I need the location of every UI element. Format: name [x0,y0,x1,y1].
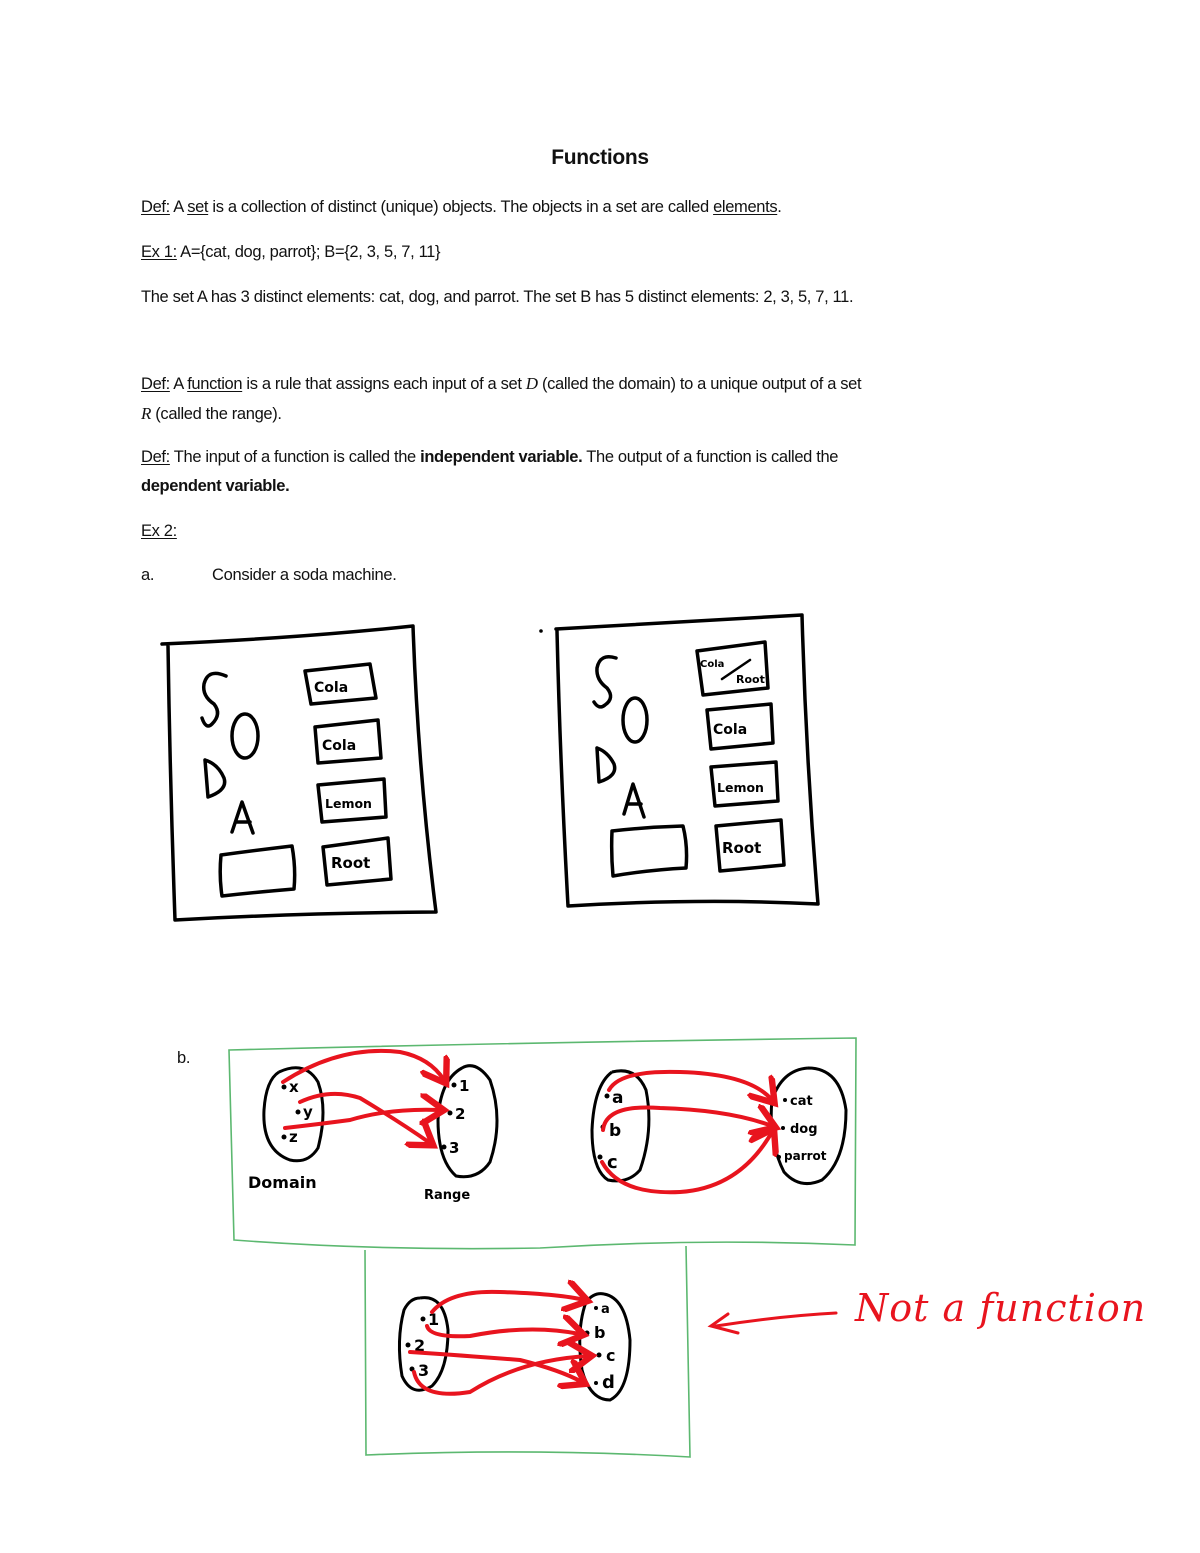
svg-text:y: y [303,1103,313,1121]
definition-variables: Def: The input of a function is called t… [141,448,839,495]
svg-text:z: z [289,1128,298,1146]
svg-text:1: 1 [428,1310,439,1329]
button-lemon: Lemon [325,796,372,811]
not-a-function-annotation: Not a function [855,1286,1147,1330]
diagram-1-arrows [281,1048,444,1143]
svg-text:c: c [607,1152,618,1173]
item-a-text: Consider a soda machine. [212,566,397,584]
term-set: set [187,198,209,216]
svg-text:cat: cat [790,1094,813,1109]
svg-text:2: 2 [455,1105,465,1123]
button-cola-root-root: Root [736,673,765,686]
range-label: Range [424,1188,470,1203]
term-independent-variable: independent variable. [420,448,583,466]
var-d: D [525,374,538,393]
def-label: Def: [141,448,170,466]
button-cola-1: Cola [314,680,348,696]
svg-text:c: c [606,1346,615,1365]
green-box-not-function [364,1245,691,1458]
button-root: Root [331,854,370,872]
term-dependent-variable: dependent variable. [141,477,290,495]
soda-machine-2-buttons: Cola Root Cola Lemon Root [700,659,765,857]
button-cola-2: Cola [322,738,356,754]
button-root: Root [722,839,761,857]
svg-text:parrot: parrot [784,1149,827,1163]
definition-set: Def: A set is a collection of distinct (… [141,198,782,216]
button-cola: Cola [713,722,747,738]
item-b-marker: b. [177,1049,191,1067]
domain-label: Domain [248,1173,317,1192]
example-1-explanation: The set A has 3 distinct elements: cat, … [141,288,854,306]
soda-machine-1 [160,624,438,922]
button-lemon: Lemon [717,780,764,795]
not-function-arrow-icon [707,1311,838,1335]
definition-function: Def: A function is a rule that assigns e… [141,374,862,423]
example-1: Ex 1: A={cat, dog, parrot}; B={2, 3, 5, … [141,243,441,261]
def-label: Def: [141,375,170,393]
ex-label: Ex 1: [141,243,177,261]
svg-text:b: b [594,1323,605,1342]
svg-text:1: 1 [459,1077,469,1095]
svg-text:a: a [612,1088,623,1108]
svg-text:dog: dog [790,1122,818,1137]
svg-text:d: d [602,1372,615,1393]
svg-text:3: 3 [418,1361,429,1380]
page-title: Functions [551,146,649,169]
svg-text:x: x [289,1078,299,1096]
diagram-2-labels: a b c cat dog parrot [597,1088,827,1173]
example-2-label: Ex 2: [141,522,177,540]
soda-machine-1-buttons: Cola Cola Lemon Root [314,680,372,872]
green-box-functions [228,1037,857,1250]
soda-machine-2 [539,613,820,908]
svg-text:2: 2 [414,1336,425,1355]
term-function: function [187,375,243,393]
svg-text:3: 3 [449,1139,459,1157]
svg-text:a: a [601,1302,610,1317]
var-r: R [141,404,152,423]
term-elements: elements [713,198,778,216]
svg-text:b: b [609,1121,621,1141]
diagram-2-arrows [600,1069,772,1195]
button-cola-root-cola: Cola [700,659,724,670]
diagram-1-labels: x y z 1 2 3 Domain Range [248,1077,470,1203]
diagram-3-arrows [408,1292,588,1396]
item-a-marker: a. [141,566,155,584]
def-label: Def: [141,198,170,216]
